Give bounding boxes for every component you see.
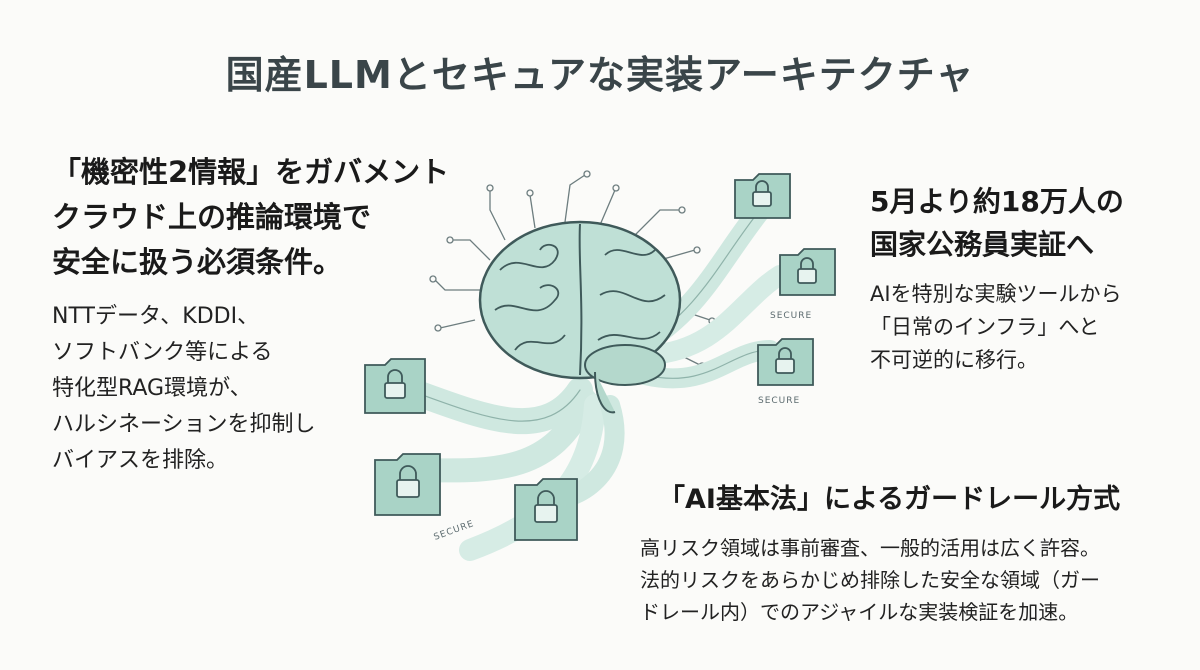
left-text-block: 「機密性2情報」をガバメント クラウド上の推論環境で 安全に扱う必須条件。 NT… — [52, 150, 482, 479]
brain-icon — [478, 220, 682, 414]
right-top-body: AIを特別な実験ツールから 「日常のインフラ」へと 不可逆的に移行。 — [870, 282, 1122, 372]
bottom-heading: 「AI基本法」によるガードレール方式 — [658, 484, 1121, 515]
right-top-heading: 5月より約18万人の 国家公務員実証へ — [870, 185, 1124, 261]
folder-lock-icon — [364, 173, 836, 541]
left-heading: 「機密性2情報」をガバメント クラウド上の推論環境で 安全に扱う必須条件。 — [52, 155, 450, 279]
page-title: 国産LLMとセキュアな実装アーキテクチャ — [225, 53, 975, 97]
bottom-body: 高リスク領域は事前審査、一般的活用は広く許容。 法的リスクをあらかじめ排除した安… — [640, 536, 1100, 624]
bottom-text-block: 「AI基本法」によるガードレール方式 高リスク領域は事前審査、一般的活用は広く許… — [640, 480, 1195, 628]
brain-network-illustration: SECURE SECURE SECURE — [364, 170, 836, 561]
left-body: NTTデータ、KDDI、 ソフトバンク等による 特化型RAG環境が、 ハルシネー… — [52, 304, 316, 473]
right-top-text-block: 5月より約18万人の 国家公務員実証へ AIを特別な実験ツールから 「日常のイン… — [870, 180, 1190, 377]
secure-label: SECURE — [770, 311, 812, 321]
secure-label: SECURE — [758, 396, 800, 406]
circuit-lines — [429, 170, 716, 370]
